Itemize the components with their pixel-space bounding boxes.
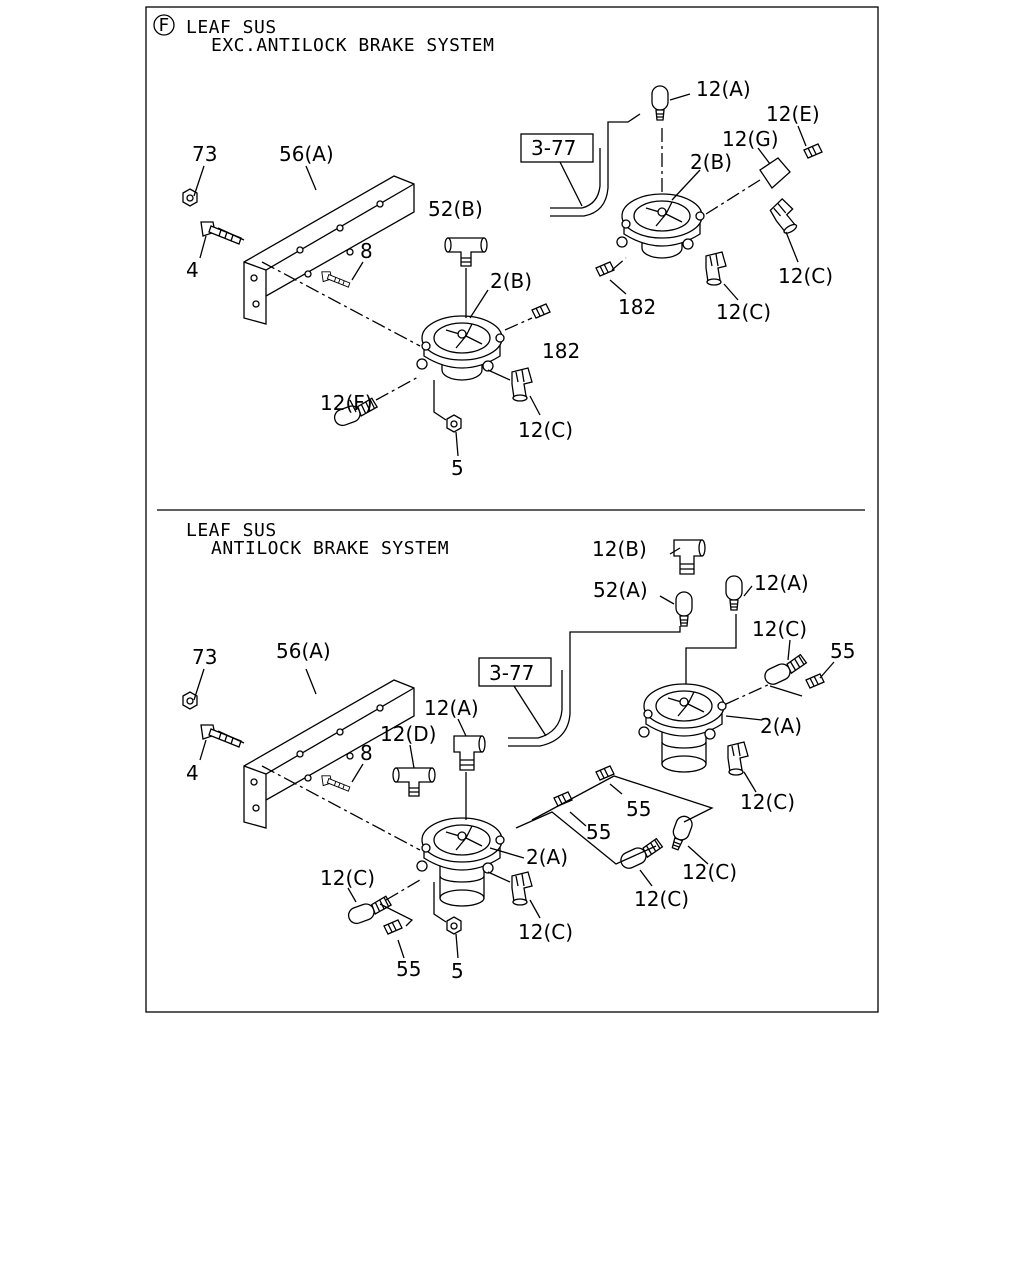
callout-12c-left-bottom: 12(C) <box>320 866 375 890</box>
lconn-12b-bottom <box>673 539 706 575</box>
section-marker-letter: F <box>158 15 169 36</box>
fitting-12g-top <box>759 157 791 189</box>
bolt-4-top <box>200 221 242 245</box>
callout-2b-left-top: 2(B) <box>490 269 532 293</box>
bottom-callouts: 12(B) 52(A) 12(A) 12(C) 55 73 56(A) 3-77… <box>186 537 855 983</box>
ref-3-77-bottom: 3-77 <box>489 661 534 685</box>
plug-12e-top <box>803 143 823 159</box>
callout-12a-top: 12(A) <box>696 77 751 101</box>
callout-73-bottom: 73 <box>192 645 217 669</box>
connector-12c-r2-bottom <box>666 813 695 853</box>
callout-182-right-top: 182 <box>618 295 656 319</box>
plug-182-left <box>531 303 551 319</box>
connector-12a-right-bottom <box>725 575 743 611</box>
callout-12b-bottom: 12(B) <box>592 537 647 561</box>
callout-55-mid-bottom: 55 <box>626 797 651 821</box>
bracket-56a-bottom <box>243 679 415 829</box>
connector-12a-top <box>651 85 669 121</box>
bolt-8-top <box>321 271 351 288</box>
relay-valve-2b-left <box>416 315 505 381</box>
callout-12c-bottom-bottom: 12(C) <box>518 920 573 944</box>
elbow-12c-right-top <box>767 196 803 237</box>
callout-73-top: 73 <box>192 142 217 166</box>
section-top-header: F LEAF SUS EXC.ANTILOCK BRAKE SYSTEM <box>153 14 494 56</box>
callout-55-top-bottom: 55 <box>830 639 855 663</box>
elbow-12c-bottom-left <box>511 871 533 906</box>
callout-55-bottom: 55 <box>396 957 421 981</box>
connector-12c-top-bottom <box>761 653 810 688</box>
top-callouts: 73 56(A) 4 8 52(B) 2(B) 182 12(F) 12(C) … <box>186 77 833 480</box>
callout-5-bottom: 5 <box>451 959 464 983</box>
nut-73-bottom <box>182 691 198 710</box>
callout-52b-top: 52(B) <box>428 197 483 221</box>
connector-12c-center-bottom <box>617 837 666 872</box>
section-marker-circle <box>153 14 175 36</box>
callout-12a-right-bottom: 12(A) <box>754 571 809 595</box>
tee-52b-top <box>444 237 488 267</box>
section-bottom-header: LEAF SUS ANTILOCK BRAKE SYSTEM <box>186 520 449 559</box>
elbow-12c-top-left <box>511 367 533 402</box>
bracket-56a-top <box>243 175 415 325</box>
callout-12c-center-bottom: 12(C) <box>634 887 689 911</box>
section-bottom-subtitle: ANTILOCK BRAKE SYSTEM <box>211 538 449 559</box>
bottom-assembly <box>182 539 835 959</box>
callout-5-top: 5 <box>451 456 464 480</box>
callout-52a-bottom: 52(A) <box>593 578 648 602</box>
section-top-subtitle: EXC.ANTILOCK BRAKE SYSTEM <box>211 35 494 56</box>
section-top-title: LEAF SUS <box>186 17 277 38</box>
diagram-frame <box>145 6 879 1013</box>
callout-12c-right-top: 12(C) <box>778 264 833 288</box>
plug-182-right <box>595 261 615 277</box>
ref-3-77-box-top <box>520 133 594 163</box>
callout-12f-top: 12(F) <box>320 391 373 415</box>
callout-8-bottom: 8 <box>360 741 373 765</box>
elbow-12c-mid-top <box>705 251 727 286</box>
connector-52a-bottom <box>675 591 693 627</box>
ref-3-77-top: 3-77 <box>531 136 576 160</box>
callout-8-top: 8 <box>360 239 373 263</box>
nut-5-top <box>446 414 462 433</box>
callout-2a-right-bottom: 2(A) <box>760 714 802 738</box>
callout-12c-r2-bottom: 12(C) <box>682 860 737 884</box>
callout-12c-top-bottom: 12(C) <box>752 617 807 641</box>
callout-12g-top: 12(G) <box>722 127 779 151</box>
callout-55-center-bottom: 55 <box>586 820 611 844</box>
callout-56a-bottom: 56(A) <box>276 639 331 663</box>
section-bottom-title: LEAF SUS <box>186 520 277 541</box>
bolt-8-bottom <box>321 775 351 792</box>
abs-valve-2a-right <box>638 683 727 773</box>
bolt-4-bottom <box>200 724 242 748</box>
callout-12e-top: 12(E) <box>766 102 820 126</box>
relay-valve-2b-right <box>616 193 705 259</box>
callout-12a-left-bottom: 12(A) <box>424 696 479 720</box>
tee-12d-bottom <box>392 767 436 797</box>
callout-12c-mid-top: 12(C) <box>716 300 771 324</box>
callout-4-top: 4 <box>186 258 199 282</box>
lconn-12a-left-bottom <box>453 735 486 771</box>
callout-4-bottom: 4 <box>186 761 199 785</box>
callout-2a-left-bottom: 2(A) <box>526 845 568 869</box>
callout-12c-r1-bottom: 12(C) <box>740 790 795 814</box>
callout-182-left-top: 182 <box>542 339 580 363</box>
top-assembly <box>182 85 823 457</box>
callout-12d-bottom: 12(D) <box>380 722 436 746</box>
ref-3-77-box-bottom <box>478 657 552 687</box>
plug-55-bottom <box>383 919 403 935</box>
callout-56a-top: 56(A) <box>279 142 334 166</box>
nut-5-bottom <box>446 916 462 935</box>
callout-12c-left-top: 12(C) <box>518 418 573 442</box>
abs-valve-2a-left <box>416 817 505 907</box>
elbow-12c-r1-bottom <box>727 741 749 776</box>
callout-2b-right-top: 2(B) <box>690 150 732 174</box>
